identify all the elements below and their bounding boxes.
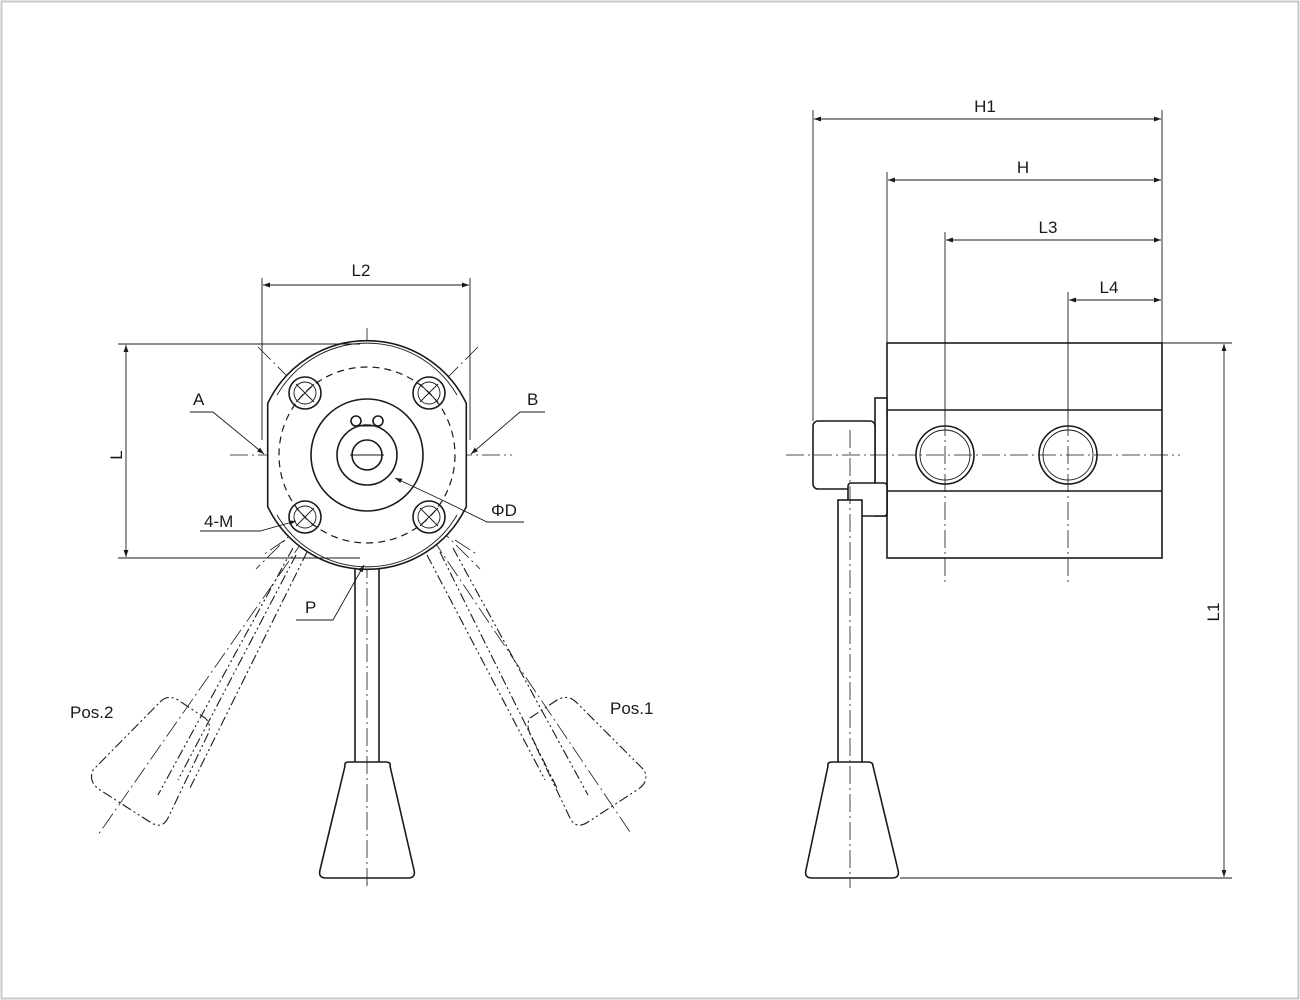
label-l: L <box>107 450 126 459</box>
handle-center <box>318 559 416 888</box>
side-handle-knob <box>804 761 900 879</box>
dimension-l2: L2 <box>261 261 471 440</box>
valve-body-inner-edge <box>276 342 458 568</box>
dimension-l4: L4 <box>1067 278 1161 418</box>
leader-phid: ΦD <box>394 477 524 523</box>
mounting-hole-bottom-left <box>288 500 322 534</box>
mounting-hole-top-right <box>412 376 446 410</box>
side-body <box>886 342 1163 559</box>
label-p: P <box>305 598 316 617</box>
mounting-hole-top-left <box>288 376 322 410</box>
central-boss <box>310 398 424 512</box>
leader-4m: 4-M <box>200 512 297 532</box>
label-l1: L1 <box>1204 603 1223 622</box>
leader-b: B <box>470 390 545 455</box>
dimension-l: L <box>107 343 360 559</box>
label-b: B <box>527 390 538 409</box>
handle-pos1-ghost <box>426 537 647 836</box>
label-h1: H1 <box>974 97 996 116</box>
bolt-circle <box>278 366 456 544</box>
leader-a: A <box>190 390 265 455</box>
label-a: A <box>193 390 205 409</box>
side-view: H1 H L3 L4 L1 <box>786 97 1232 888</box>
dimension-h: H <box>886 158 1161 343</box>
handle-pos2-ghost <box>91 537 308 836</box>
label-pos1: Pos.1 <box>610 699 653 718</box>
label-l3: L3 <box>1039 218 1058 237</box>
dimension-l1: L1 <box>900 342 1232 879</box>
shaft-outer <box>336 424 398 486</box>
dimension-l3: L3 <box>944 218 1161 418</box>
mounting-hole-bottom-right <box>412 500 446 534</box>
front-view: L2 L A B 4-M ΦD <box>70 261 653 888</box>
label-pos2: Pos.2 <box>70 703 113 722</box>
dimension-h1: H1 <box>812 97 1163 421</box>
label-l2: L2 <box>352 261 371 280</box>
label-h: H <box>1017 158 1029 177</box>
retaining-clip <box>350 415 384 427</box>
label-4m: 4-M <box>204 512 233 531</box>
leader-p: P <box>296 564 365 621</box>
label-l4: L4 <box>1100 278 1119 297</box>
label-phid: ΦD <box>491 501 517 520</box>
